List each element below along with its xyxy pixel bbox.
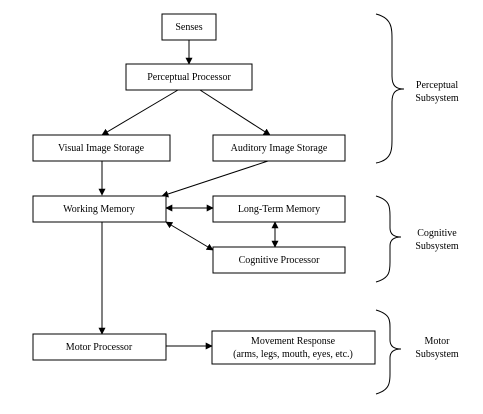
- box-movement-response-label: Movement Response: [251, 336, 336, 347]
- arrow-perceptual-to-visual: [101, 89, 179, 136]
- brace-perceptual: [375, 13, 405, 164]
- box-long-term-memory: Long-Term Memory: [212, 195, 346, 223]
- box-senses-label: Senses: [175, 22, 202, 33]
- box-long-term-memory-label: Long-Term Memory: [238, 204, 320, 215]
- box-perceptual-processor: Perceptual Processor: [125, 63, 253, 91]
- box-movement-response-sublabel: (arms, legs, mouth, eyes, etc.): [233, 349, 353, 360]
- box-auditory-image-storage: Auditory Image Storage: [212, 134, 346, 162]
- label-cognitive-subsystem: Cognitive: [417, 228, 457, 239]
- box-cognitive-processor: Cognitive Processor: [212, 246, 346, 274]
- box-working-memory-label: Working Memory: [63, 204, 135, 215]
- box-visual-image-storage-label: Visual Image Storage: [58, 143, 145, 154]
- arrow-working-cognitive: [165, 221, 214, 251]
- box-motor-processor: Motor Processor: [32, 333, 167, 361]
- label-perceptual-subsystem-2: Subsystem: [415, 93, 459, 104]
- label-motor-subsystem-2: Subsystem: [415, 349, 459, 360]
- arrow-perceptual-to-auditory: [199, 89, 271, 136]
- box-perceptual-processor-label: Perceptual Processor: [147, 72, 231, 83]
- brace-motor: [375, 309, 402, 395]
- label-motor-subsystem: Motor: [425, 336, 451, 347]
- box-visual-image-storage: Visual Image Storage: [32, 134, 171, 162]
- label-perceptual-subsystem: Perceptual: [416, 80, 458, 91]
- box-cognitive-processor-label: Cognitive Processor: [239, 255, 320, 266]
- box-working-memory: Working Memory: [32, 195, 167, 223]
- box-senses: Senses: [161, 13, 217, 41]
- label-cognitive-subsystem-2: Subsystem: [415, 241, 459, 252]
- box-motor-processor-label: Motor Processor: [66, 342, 133, 353]
- box-auditory-image-storage-label: Auditory Image Storage: [231, 143, 328, 154]
- arrow-auditory-to-working: [161, 160, 269, 198]
- box-movement-response: Movement Response (arms, legs, mouth, ey…: [211, 330, 376, 365]
- brace-cognitive: [375, 195, 402, 283]
